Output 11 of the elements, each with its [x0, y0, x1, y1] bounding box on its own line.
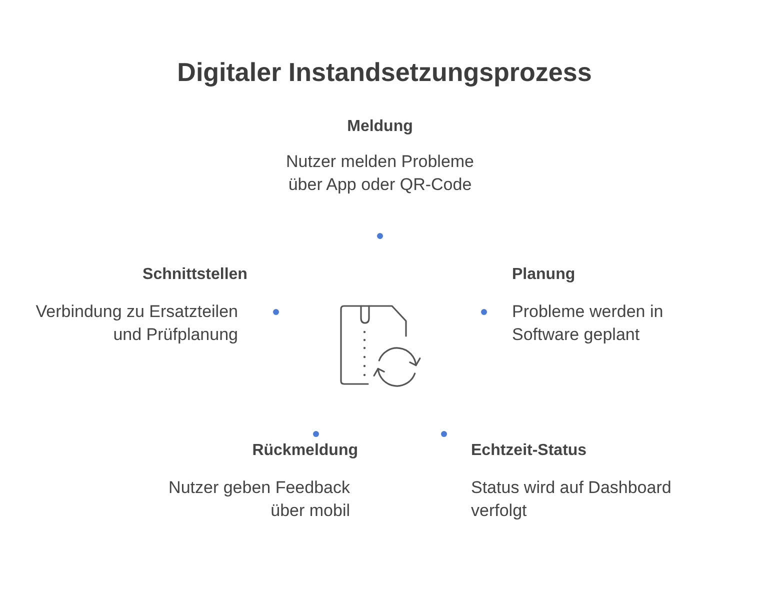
step-heading: Planung: [512, 265, 576, 285]
step-heading: Meldung: [346, 117, 414, 137]
step-description: Probleme werden in Software geplant: [512, 301, 664, 346]
step-heading: Schnittstellen: [142, 265, 248, 285]
step-heading: Rückmeldung: [251, 441, 358, 461]
step-description: Nutzer melden Probleme über App oder QR-Code: [284, 151, 476, 196]
step-description: Verbindung zu Ersatzteilen und Prüfplanung: [34, 301, 238, 346]
step-description: Status wird auf Dashboard verfolgt: [471, 477, 672, 522]
step-description: Nutzer geben Feedback über mobil: [168, 477, 350, 522]
step-heading: Echtzeit-Status: [471, 441, 588, 461]
diagram-title: Digitaler Instandsetzungsprozess: [176, 56, 593, 89]
